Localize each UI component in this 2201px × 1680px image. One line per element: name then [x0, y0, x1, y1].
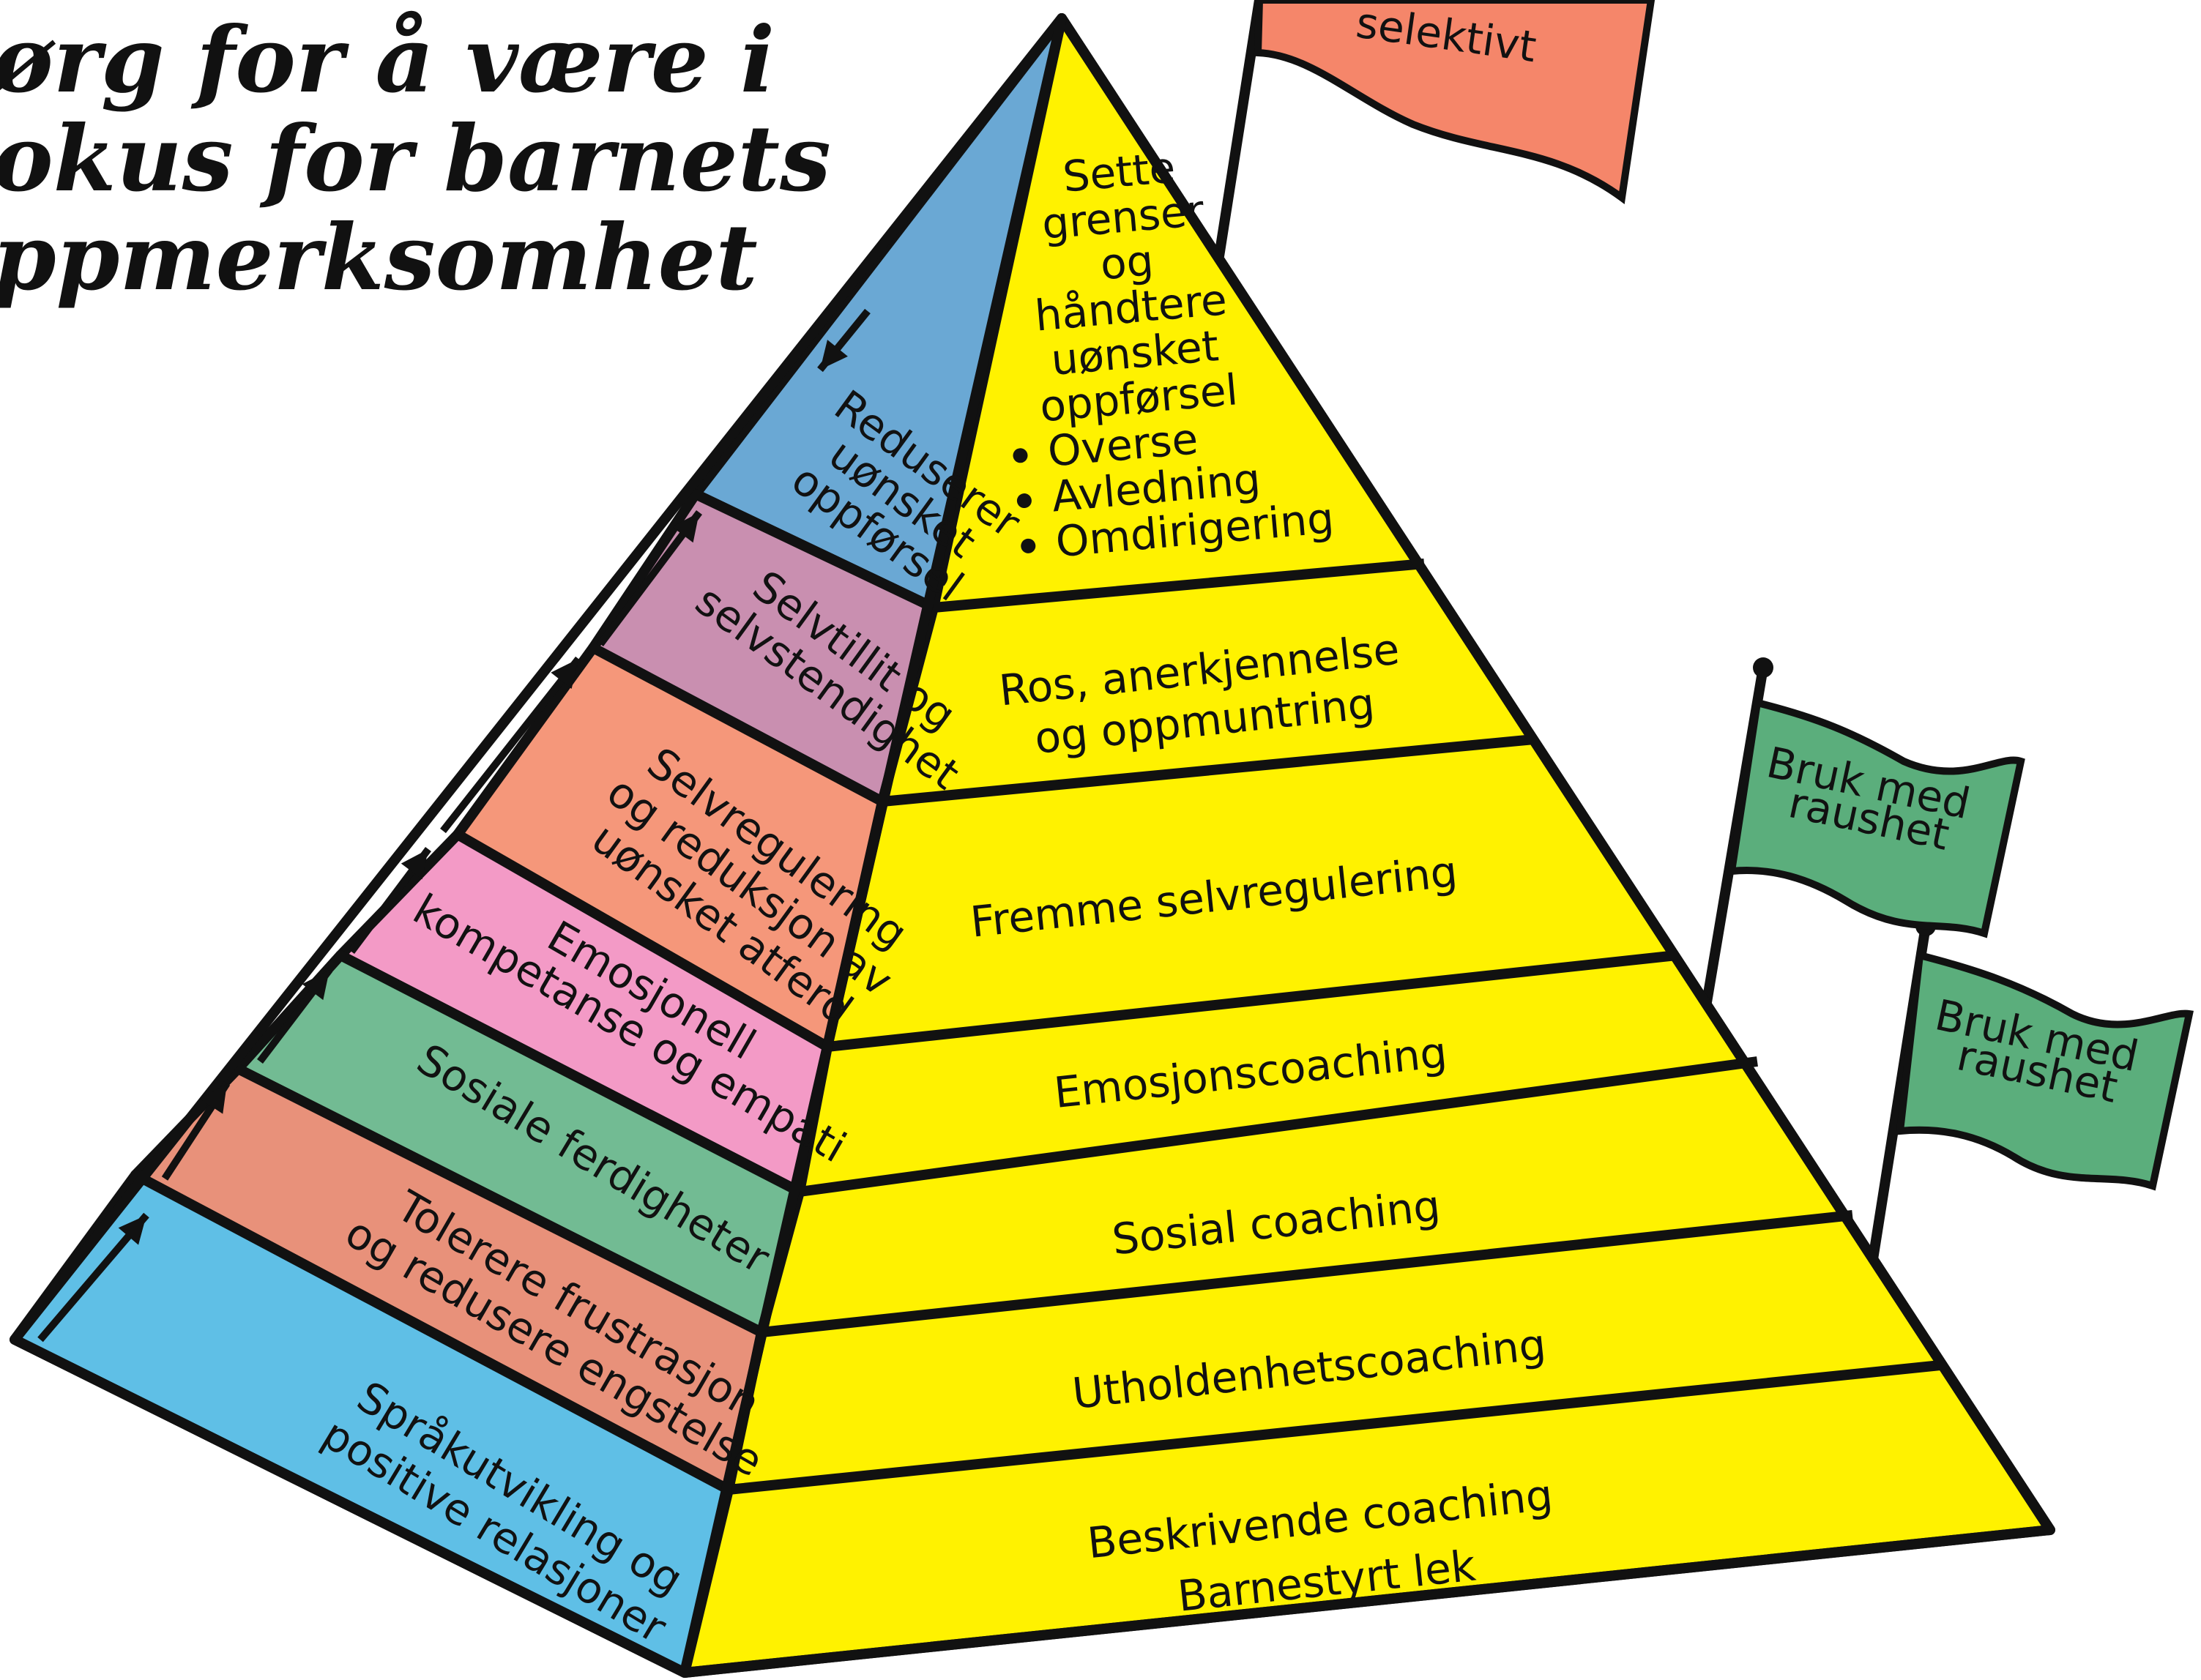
arrow-up-1-head [671, 512, 699, 543]
arrow-up-5-head [201, 1083, 227, 1114]
arrow-up-4-head [302, 970, 329, 1001]
bullet-dot-3 [1021, 538, 1036, 553]
bullet-dot-1 [1013, 448, 1028, 463]
green-flag-2-cloth [1896, 950, 2194, 1191]
green-flag-1-cloth [1727, 698, 2025, 938]
right-divider-5 [761, 1210, 1853, 1337]
green-flag-1: Bruk med raushet [1727, 698, 2025, 938]
right-label-top-line-3: og [1098, 236, 1155, 290]
right-label-top-line-1: Sette [1061, 143, 1177, 202]
arrow-down-head [820, 340, 848, 370]
arrow-up-3-head [401, 849, 428, 880]
right-label-top: SettegrenseroghåndtereuønsketoppførselOv… [1013, 143, 1336, 567]
right-divider-2 [882, 734, 1535, 807]
top-flag-pole [1214, 0, 1265, 258]
right-face-dividers [728, 559, 1941, 1495]
right-divider-4 [799, 1056, 1758, 1197]
arrows [37, 308, 871, 1343]
arrow-up-6-head [118, 1215, 146, 1245]
arrow-up-2-shaft [440, 656, 581, 834]
bullet-dot-2 [1016, 493, 1032, 509]
arrow-up-2-head [551, 659, 578, 689]
green-flag-2: Bruk med raushet [1896, 950, 2194, 1191]
heading-line-1: ørg for å være i [0, 7, 775, 113]
green-flag-1-knob [1753, 657, 1773, 678]
top-flag: selektivt [1254, 0, 1656, 204]
heading-line-2: okus for barnets [0, 106, 831, 212]
top-flag-cloth [1254, 0, 1656, 204]
left-face [10, 13, 1067, 1678]
heading: ørg for å være i okus for barnets ppmerk… [0, 7, 831, 311]
pyramid-ridge [679, 17, 1067, 1674]
heading-line-3: ppmerksomhet [0, 205, 758, 311]
right-divider-3 [827, 950, 1677, 1052]
right-divider-6 [728, 1360, 1941, 1495]
right-divider-1 [933, 559, 1425, 613]
